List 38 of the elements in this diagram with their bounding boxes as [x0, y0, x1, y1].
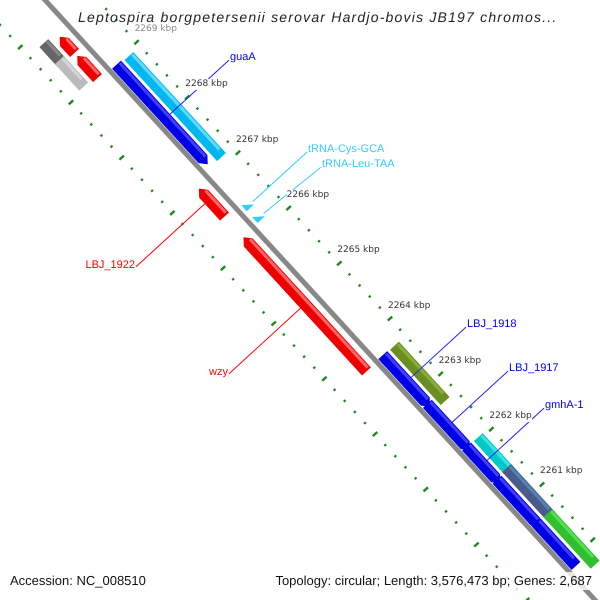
- position-label: 2261 kbp: [540, 466, 582, 478]
- position-label: 2266 kbp: [286, 190, 330, 202]
- gene-feature: [462, 442, 500, 484]
- position-label: 2265 kbp: [337, 245, 380, 256]
- position-label: 2263 kbp: [438, 356, 482, 367]
- leader-line: [410, 326, 466, 378]
- gene-feature: [532, 518, 580, 570]
- position-label: 2262 kbp: [489, 411, 532, 422]
- gene-feature: [378, 351, 430, 407]
- trna-marker: [241, 204, 254, 212]
- position-label: 2267 kbp: [236, 134, 278, 146]
- leader-line: [252, 152, 308, 202]
- gene-feature: [422, 400, 470, 450]
- position-label: 2269 kbp: [134, 24, 177, 36]
- gene-label: tRNA-Leu-TAA: [322, 158, 395, 171]
- position-label: 2264 kbp: [388, 300, 430, 312]
- gene-feature: [60, 36, 79, 57]
- leader-line: [228, 308, 301, 374]
- gene-label: gmhA-1: [545, 399, 584, 412]
- gene-feature: [492, 476, 540, 527]
- gene-feature: [198, 188, 229, 221]
- gene-label: LBJ_1922: [85, 259, 135, 272]
- map-title: Leptospira borgpetersenii serovar Hardjo-bovis JB197 chromos...: [78, 8, 558, 25]
- gene-label: LBJ_1917: [509, 362, 559, 375]
- gene-label: guaA: [230, 51, 256, 64]
- gene-label: tRNA-Cys-GCA: [308, 143, 384, 156]
- gene-feature: [77, 56, 102, 82]
- trna-marker: [252, 216, 265, 223]
- leader-line: [136, 203, 206, 268]
- accession-text: Accession: NC_008510: [10, 572, 146, 590]
- genome-summary-text: Topology: circular; Length: 3,576,473 bp; Genes: 2,687: [273, 572, 594, 590]
- position-label: 2268 kbp: [185, 79, 228, 90]
- leader-line: [263, 166, 322, 214]
- gene-label: wzy: [209, 366, 228, 379]
- gene-label: LBJ_1918: [467, 318, 517, 331]
- gene-feature: [112, 60, 208, 164]
- leader-line: [452, 370, 508, 423]
- leader-line: [486, 408, 544, 461]
